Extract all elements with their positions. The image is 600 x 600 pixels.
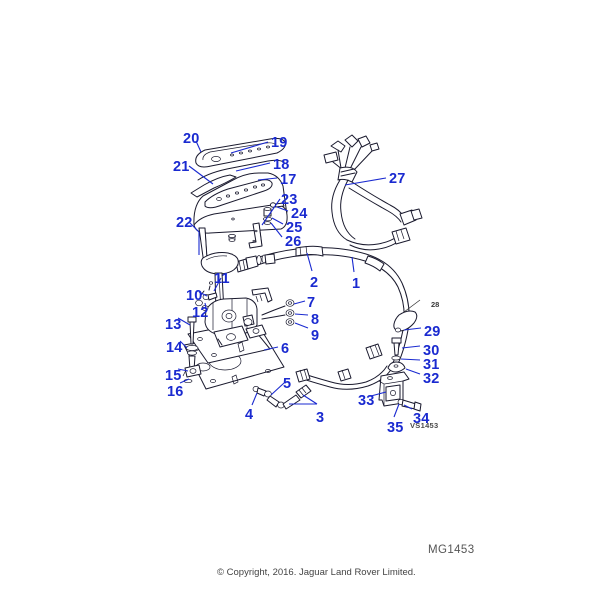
callout-23: 23 <box>281 192 298 208</box>
callout-5: 5 <box>283 376 292 392</box>
indicator-blade <box>190 174 237 198</box>
callout-25: 25 <box>286 220 303 236</box>
callout-19: 19 <box>271 135 288 151</box>
link-rod-assembly <box>252 384 312 410</box>
console-finisher-plate <box>195 137 286 168</box>
callout-1: 1 <box>352 276 361 292</box>
callout-3: 3 <box>316 410 325 426</box>
callout-11: 11 <box>214 271 230 287</box>
callout-29: 29 <box>424 324 441 340</box>
cable-end-boot-29 <box>393 299 421 333</box>
washer-set-789 <box>261 299 295 326</box>
bolt-washer-stack <box>182 316 202 384</box>
bracket-bolt-34 <box>397 399 422 412</box>
copyright-notice: © Copyright, 2016. Jaguar Land Rover Lim… <box>217 567 416 578</box>
callout-13: 13 <box>165 317 182 333</box>
callout-27: 27 <box>389 171 406 187</box>
callout-24: 24 <box>291 206 308 222</box>
bolt-30 <box>391 337 402 356</box>
cable-end-fitting-lower <box>295 368 311 383</box>
callout-16: 16 <box>167 384 184 400</box>
callout-21: 21 <box>173 159 190 175</box>
callout-9: 9 <box>311 328 320 344</box>
callout-32: 32 <box>423 371 440 387</box>
callout-33: 33 <box>358 393 375 409</box>
callout-8: 8 <box>311 312 320 328</box>
callout-6: 6 <box>281 341 290 357</box>
fastener-24 <box>269 202 285 208</box>
callout-17: 17 <box>280 172 297 188</box>
callout-34: 34 <box>413 411 430 427</box>
trim-gasket <box>197 159 285 181</box>
callout-15: 15 <box>165 368 182 384</box>
selector-mechanism <box>204 287 273 348</box>
callout-35: 35 <box>387 420 404 436</box>
callout-20: 20 <box>183 131 200 147</box>
callout-2: 2 <box>310 275 319 291</box>
callout-26: 26 <box>285 234 302 250</box>
callout-22: 22 <box>176 215 193 231</box>
right-mounting-bracket <box>248 222 263 249</box>
callout-14: 14 <box>166 340 183 356</box>
leader-lines <box>177 140 422 418</box>
selector-cable <box>224 245 410 390</box>
bushing-stack-25-26 <box>262 207 273 225</box>
washer-31 <box>391 355 401 361</box>
lever-pivot-hardware <box>195 281 218 311</box>
callout-12: 12 <box>192 305 209 321</box>
callout-31: 31 <box>423 357 440 373</box>
cup-washer-32 <box>387 361 406 373</box>
callout-10: 10 <box>186 288 203 304</box>
callout-7: 7 <box>307 295 316 311</box>
bushing-stack-lower <box>228 234 236 242</box>
figure-code: MG1453 <box>428 544 475 556</box>
cable-adjuster-upper <box>365 343 383 360</box>
callout-4: 4 <box>245 407 254 423</box>
drawing-code: VS1453 <box>410 421 439 430</box>
callout-28: 28 <box>431 300 440 309</box>
cable-adjuster-mid <box>337 368 352 382</box>
wiring-harness <box>323 134 423 251</box>
callout-30: 30 <box>423 343 440 359</box>
callout-18: 18 <box>273 157 290 173</box>
